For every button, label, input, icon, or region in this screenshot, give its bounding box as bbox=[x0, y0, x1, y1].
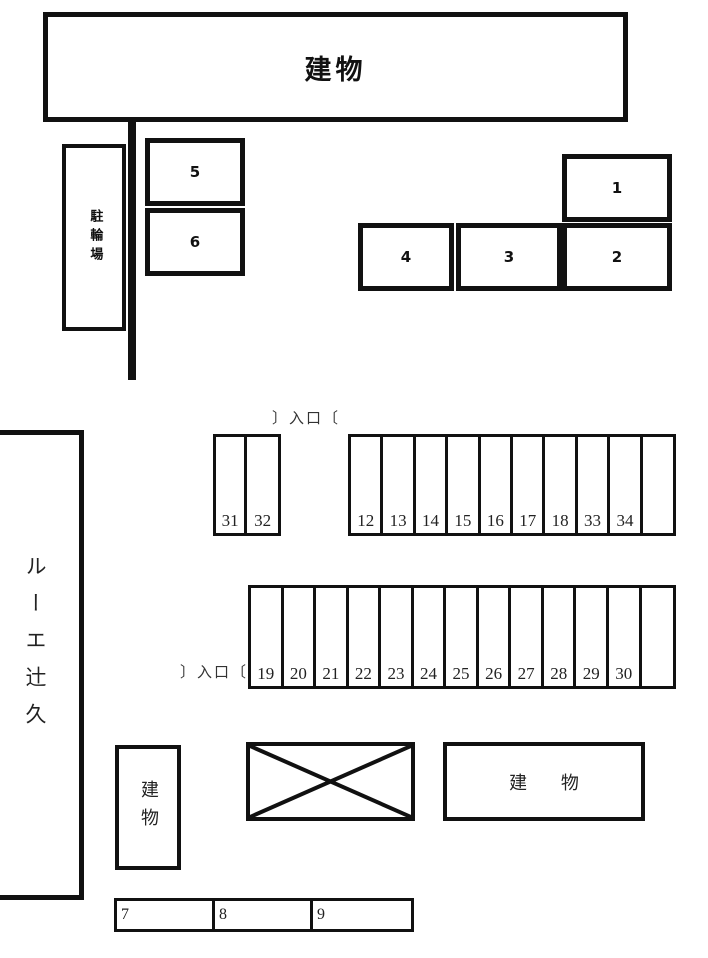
parking-bay[interactable]: 15 bbox=[448, 437, 481, 533]
parking-bay[interactable]: 27 bbox=[511, 588, 544, 686]
parking-bay[interactable]: 32 bbox=[247, 437, 278, 533]
cross-icon bbox=[250, 746, 411, 817]
parking-bay[interactable]: 17 bbox=[513, 437, 546, 533]
parking-bay[interactable]: 16 bbox=[480, 437, 514, 533]
parking-bay[interactable]: 30 bbox=[609, 588, 642, 686]
bay-number-label: 33 bbox=[584, 511, 602, 531]
bay-number-label: 23 bbox=[387, 664, 405, 684]
entrance-marker-bottom: 〕入口〔 bbox=[180, 661, 248, 682]
parking-stall-7[interactable]: 7 bbox=[117, 901, 216, 929]
parking-stall-5[interactable]: 5 bbox=[145, 138, 245, 206]
parking-bay[interactable]: 19 bbox=[251, 588, 284, 686]
bay-number-label: 29 bbox=[582, 664, 600, 684]
bottom-stall-strip: 7 8 9 bbox=[114, 898, 414, 932]
driveway-vertical-line bbox=[128, 118, 136, 380]
parking-bay[interactable]: 22 bbox=[348, 588, 382, 686]
stall-number-label: 6 bbox=[189, 233, 201, 251]
bay-number-label: 15 bbox=[454, 511, 472, 531]
bay-number-label: 30 bbox=[615, 664, 633, 684]
stall-row-lower: 19 20 21 22 23 24 25 26 27 28 29 bbox=[248, 585, 676, 689]
parking-bay[interactable]: 24 bbox=[413, 588, 447, 686]
lower-building-left: 建物 bbox=[115, 745, 181, 870]
parking-bay[interactable]: 13 bbox=[383, 437, 416, 533]
stall-number-label: 2 bbox=[611, 248, 623, 266]
stall-number-label: 3 bbox=[503, 248, 515, 266]
lower-building-left-label: 建物 bbox=[138, 779, 159, 836]
parking-bay[interactable]: 21 bbox=[316, 588, 349, 686]
bay-number-label: 32 bbox=[254, 511, 272, 531]
bay-number-label: 22 bbox=[354, 664, 372, 684]
bay-number-label: 28 bbox=[550, 664, 568, 684]
entrance-marker-top: 〕入口〔 bbox=[272, 407, 340, 428]
lower-building-right-label: 建 物 bbox=[509, 772, 593, 794]
parking-bay-unlabeled[interactable] bbox=[642, 437, 674, 533]
parking-bay[interactable]: 25 bbox=[446, 588, 479, 686]
road-name-wrapper: ルーエ辻久 bbox=[23, 555, 64, 805]
bicycle-parking-area: 駐輪場 bbox=[62, 144, 126, 331]
parking-bay[interactable]: 29 bbox=[576, 588, 610, 686]
bay-number-label: 24 bbox=[420, 664, 437, 684]
parking-bay[interactable]: 34 bbox=[610, 437, 643, 533]
stall-number-label: 5 bbox=[189, 163, 201, 181]
bay-number-label: 21 bbox=[322, 664, 340, 684]
parking-bay[interactable]: 20 bbox=[283, 588, 317, 686]
parking-stall-8[interactable]: 8 bbox=[215, 901, 314, 929]
stall-number-label: 1 bbox=[611, 179, 623, 197]
parking-bay[interactable]: 28 bbox=[543, 588, 577, 686]
top-building-label: 建物 bbox=[304, 54, 367, 86]
stall-number-label: 7 bbox=[121, 906, 129, 923]
parking-stall-9[interactable]: 9 bbox=[313, 901, 411, 929]
stall-number-label: 8 bbox=[219, 906, 228, 923]
road-name-label: ルーエ辻久 bbox=[23, 555, 47, 740]
parking-stall-1[interactable]: 1 bbox=[562, 154, 672, 222]
parking-bay[interactable]: 14 bbox=[415, 437, 449, 533]
bay-number-label: 31 bbox=[221, 511, 239, 531]
top-building: 建物 bbox=[43, 12, 628, 122]
parking-bay[interactable]: 33 bbox=[577, 437, 611, 533]
parking-bay[interactable]: 18 bbox=[545, 437, 578, 533]
bay-number-label: 26 bbox=[485, 664, 503, 684]
parking-stall-6[interactable]: 6 bbox=[145, 208, 245, 276]
bay-number-label: 19 bbox=[257, 664, 275, 684]
bay-number-label: 18 bbox=[551, 511, 569, 531]
parking-bay[interactable]: 26 bbox=[478, 588, 512, 686]
entrance-label: 〕入口〔 bbox=[180, 663, 249, 681]
parking-stall-2[interactable]: 2 bbox=[562, 223, 672, 291]
bay-number-label: 34 bbox=[616, 511, 634, 531]
bay-number-label: 20 bbox=[289, 664, 307, 684]
stall-number-label: 9 bbox=[317, 906, 326, 923]
bay-number-label: 14 bbox=[422, 511, 440, 531]
parking-stall-4[interactable]: 4 bbox=[358, 223, 454, 291]
lower-building-right: 建 物 bbox=[443, 742, 645, 821]
parking-bay[interactable]: 31 bbox=[216, 437, 248, 533]
parking-bay[interactable]: 23 bbox=[381, 588, 414, 686]
bay-number-label: 17 bbox=[519, 511, 537, 531]
entrance-label: 〕入口〔 bbox=[272, 409, 341, 427]
bicycle-parking-label: 駐輪場 bbox=[87, 209, 103, 266]
bay-number-label: 16 bbox=[486, 511, 504, 531]
stall-row-upper: 12 13 14 15 16 17 18 33 34 bbox=[348, 434, 676, 536]
stall-number-label: 4 bbox=[400, 248, 412, 266]
parking-stall-3[interactable]: 3 bbox=[456, 223, 562, 291]
bay-number-label: 12 bbox=[357, 511, 375, 531]
bay-number-label: 25 bbox=[452, 664, 470, 684]
road-outline bbox=[0, 430, 84, 900]
parking-bay-unlabeled[interactable] bbox=[641, 588, 674, 686]
bay-number-label: 27 bbox=[517, 664, 535, 684]
parking-bay[interactable]: 12 bbox=[351, 437, 384, 533]
crossed-out-area bbox=[246, 742, 415, 821]
bay-number-label: 13 bbox=[389, 511, 407, 531]
stall-row-31-32: 31 32 bbox=[213, 434, 281, 536]
